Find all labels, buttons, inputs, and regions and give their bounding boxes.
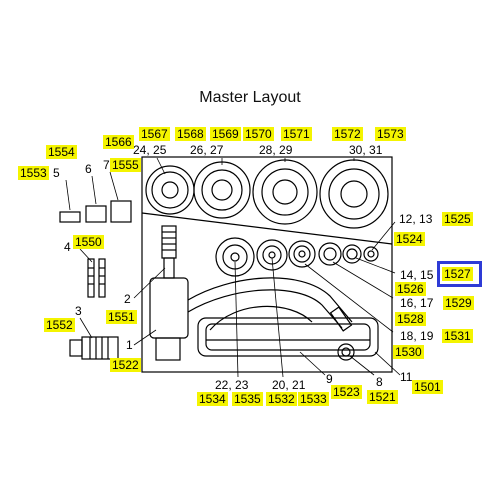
tag-1550[interactable]: 1550 [73,235,104,249]
tag-1535[interactable]: 1535 [232,392,263,406]
tag-1573[interactable]: 1573 [375,127,406,141]
tag-1528[interactable]: 1528 [395,312,426,326]
tag-1522[interactable]: 1522 [110,358,141,372]
tag-1552[interactable]: 1552 [44,318,75,332]
die-14-15 [342,244,362,264]
die-24-25 [145,165,195,215]
label-4: 4 [64,240,71,254]
tag-1570[interactable]: 1570 [243,127,274,141]
tag-1529[interactable]: 1529 [443,296,474,310]
tag-1571[interactable]: 1571 [281,127,312,141]
ram-assembly [149,225,189,361]
tag-1532[interactable]: 1532 [266,392,297,406]
label-28-29: 28, 29 [259,143,293,157]
tag-1567[interactable]: 1567 [139,127,170,141]
relief-valve [337,343,355,361]
tag-1568[interactable]: 1568 [175,127,206,141]
label-16-17: 16, 17 [400,296,434,310]
tag-1554[interactable]: 1554 [46,145,77,159]
case-outline [141,156,393,373]
die-18-19 [288,240,316,268]
selection-box [437,261,482,287]
tag-1527[interactable]: 1527 [442,267,473,281]
tag-1525[interactable]: 1525 [442,212,473,226]
tag-1524[interactable]: 1524 [394,232,425,246]
die-16-17 [318,242,342,266]
tag-1566[interactable]: 1566 [103,135,134,149]
tag-1572[interactable]: 1572 [332,127,363,141]
die-28-29 [252,159,318,225]
pump-base [197,317,379,357]
part-4-pins [87,258,106,298]
label-1: 1 [126,338,133,352]
part-3-hose-coupler [69,336,119,360]
label-11: 11 [400,370,413,384]
diagram-title: Master Layout [199,89,301,106]
tag-1531[interactable]: 1531 [442,329,473,343]
part-5 [59,211,81,223]
label-7: 7 [103,158,110,172]
label-14-15: 14, 15 [400,268,434,282]
die-30-31 [319,159,389,229]
tag-1534[interactable]: 1534 [197,392,228,406]
label-18-19: 18, 19 [400,329,434,343]
tag-1526[interactable]: 1526 [395,282,426,296]
tag-1521[interactable]: 1521 [367,390,398,404]
label-20-21: 20, 21 [272,378,306,392]
die-26-27 [193,161,251,219]
label-2: 2 [124,292,131,306]
pump-handle [187,277,353,332]
tag-1523[interactable]: 1523 [331,385,362,399]
shelf-line [141,212,393,245]
part-6 [85,205,107,223]
tag-1501[interactable]: 1501 [412,380,443,394]
tag-1553[interactable]: 1553 [18,166,49,180]
tag-1551[interactable]: 1551 [106,310,137,324]
part-7 [110,200,132,223]
label-5: 5 [53,166,60,180]
tag-1533[interactable]: 1533 [298,392,329,406]
label-8: 8 [376,375,383,389]
label-3: 3 [75,304,82,318]
tag-1569[interactable]: 1569 [210,127,241,141]
tag-1530[interactable]: 1530 [393,345,424,359]
tag-1555[interactable]: 1555 [110,158,141,172]
leader-lines [65,157,401,378]
label-30-31: 30, 31 [349,143,383,157]
label-6: 6 [85,162,92,176]
label-9: 9 [326,372,333,386]
die-12-13 [363,246,379,262]
label-22-23: 22, 23 [215,378,249,392]
label-26-27: 26, 27 [190,143,224,157]
label-12-13: 12, 13 [399,212,433,226]
label-24-25: 24, 25 [133,143,167,157]
die-20-21 [256,239,288,271]
